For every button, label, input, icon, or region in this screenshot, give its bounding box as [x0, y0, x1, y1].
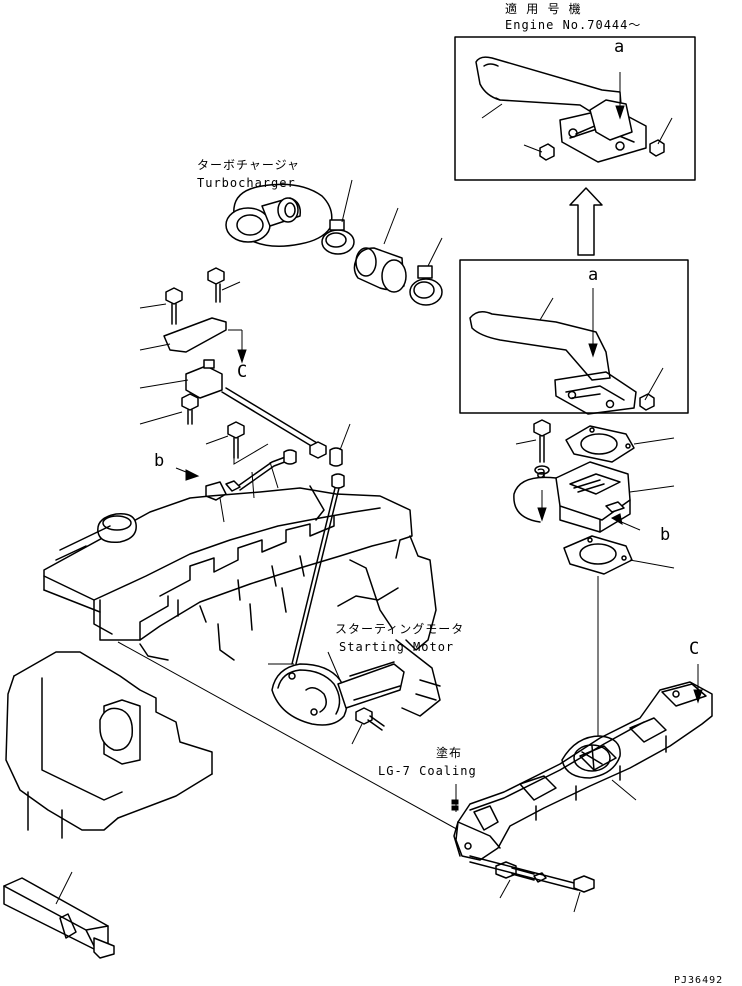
gasket-upper — [565, 425, 675, 463]
detail-box-engine-no — [454, 36, 696, 181]
oil-tube-assembly — [175, 449, 297, 523]
sensor-harness — [139, 359, 351, 467]
applicable-engine-label-jp: 適 用 号 機 — [505, 2, 582, 16]
ref-b-left-label: b — [154, 451, 166, 471]
ref-c-right-label: C — [689, 639, 701, 659]
turbocharger-label-jp: ターボチャージャ — [197, 158, 301, 172]
ref-b-right-label: b — [660, 525, 672, 545]
intake-heater — [513, 461, 675, 533]
hose-clamp-left — [321, 219, 355, 255]
elbow-detail-box — [459, 259, 689, 415]
rubber-hose — [353, 247, 407, 293]
starting-motor-label-jp: スターティングモータ — [335, 622, 465, 636]
installation-line — [117, 641, 463, 833]
intake-manifold — [451, 664, 713, 861]
bolt-group-upper — [139, 267, 247, 364]
bolt-group-middle — [139, 393, 269, 465]
dipstick-guide — [268, 473, 345, 665]
starting-motor-label-en: Starting Motor — [339, 640, 455, 654]
coating-label-en: LG-7 Coaling — [378, 764, 477, 778]
coating-label-jp: 塗布 — [436, 746, 463, 760]
turbocharger-label-en: Turbocharger — [197, 176, 296, 190]
ref-a-mid-label: a — [588, 265, 600, 285]
turbocharger — [225, 183, 333, 247]
starting-motor — [271, 651, 405, 745]
hose-clamp-right — [409, 265, 443, 306]
ref-c-left-label: C — [237, 362, 249, 382]
drawing-number: PJ36492 — [674, 975, 724, 986]
heater-bolt — [515, 419, 551, 522]
engine-block — [5, 485, 441, 839]
upward-arrow — [569, 187, 603, 256]
ref-a-top-label: a — [614, 37, 626, 57]
manifold-bolts — [469, 855, 595, 913]
special-tool — [3, 871, 115, 959]
engine-number-label: Engine No.70444～ — [505, 18, 642, 32]
gasket-lower — [563, 535, 675, 575]
ref-a-low-label: a — [536, 463, 548, 483]
